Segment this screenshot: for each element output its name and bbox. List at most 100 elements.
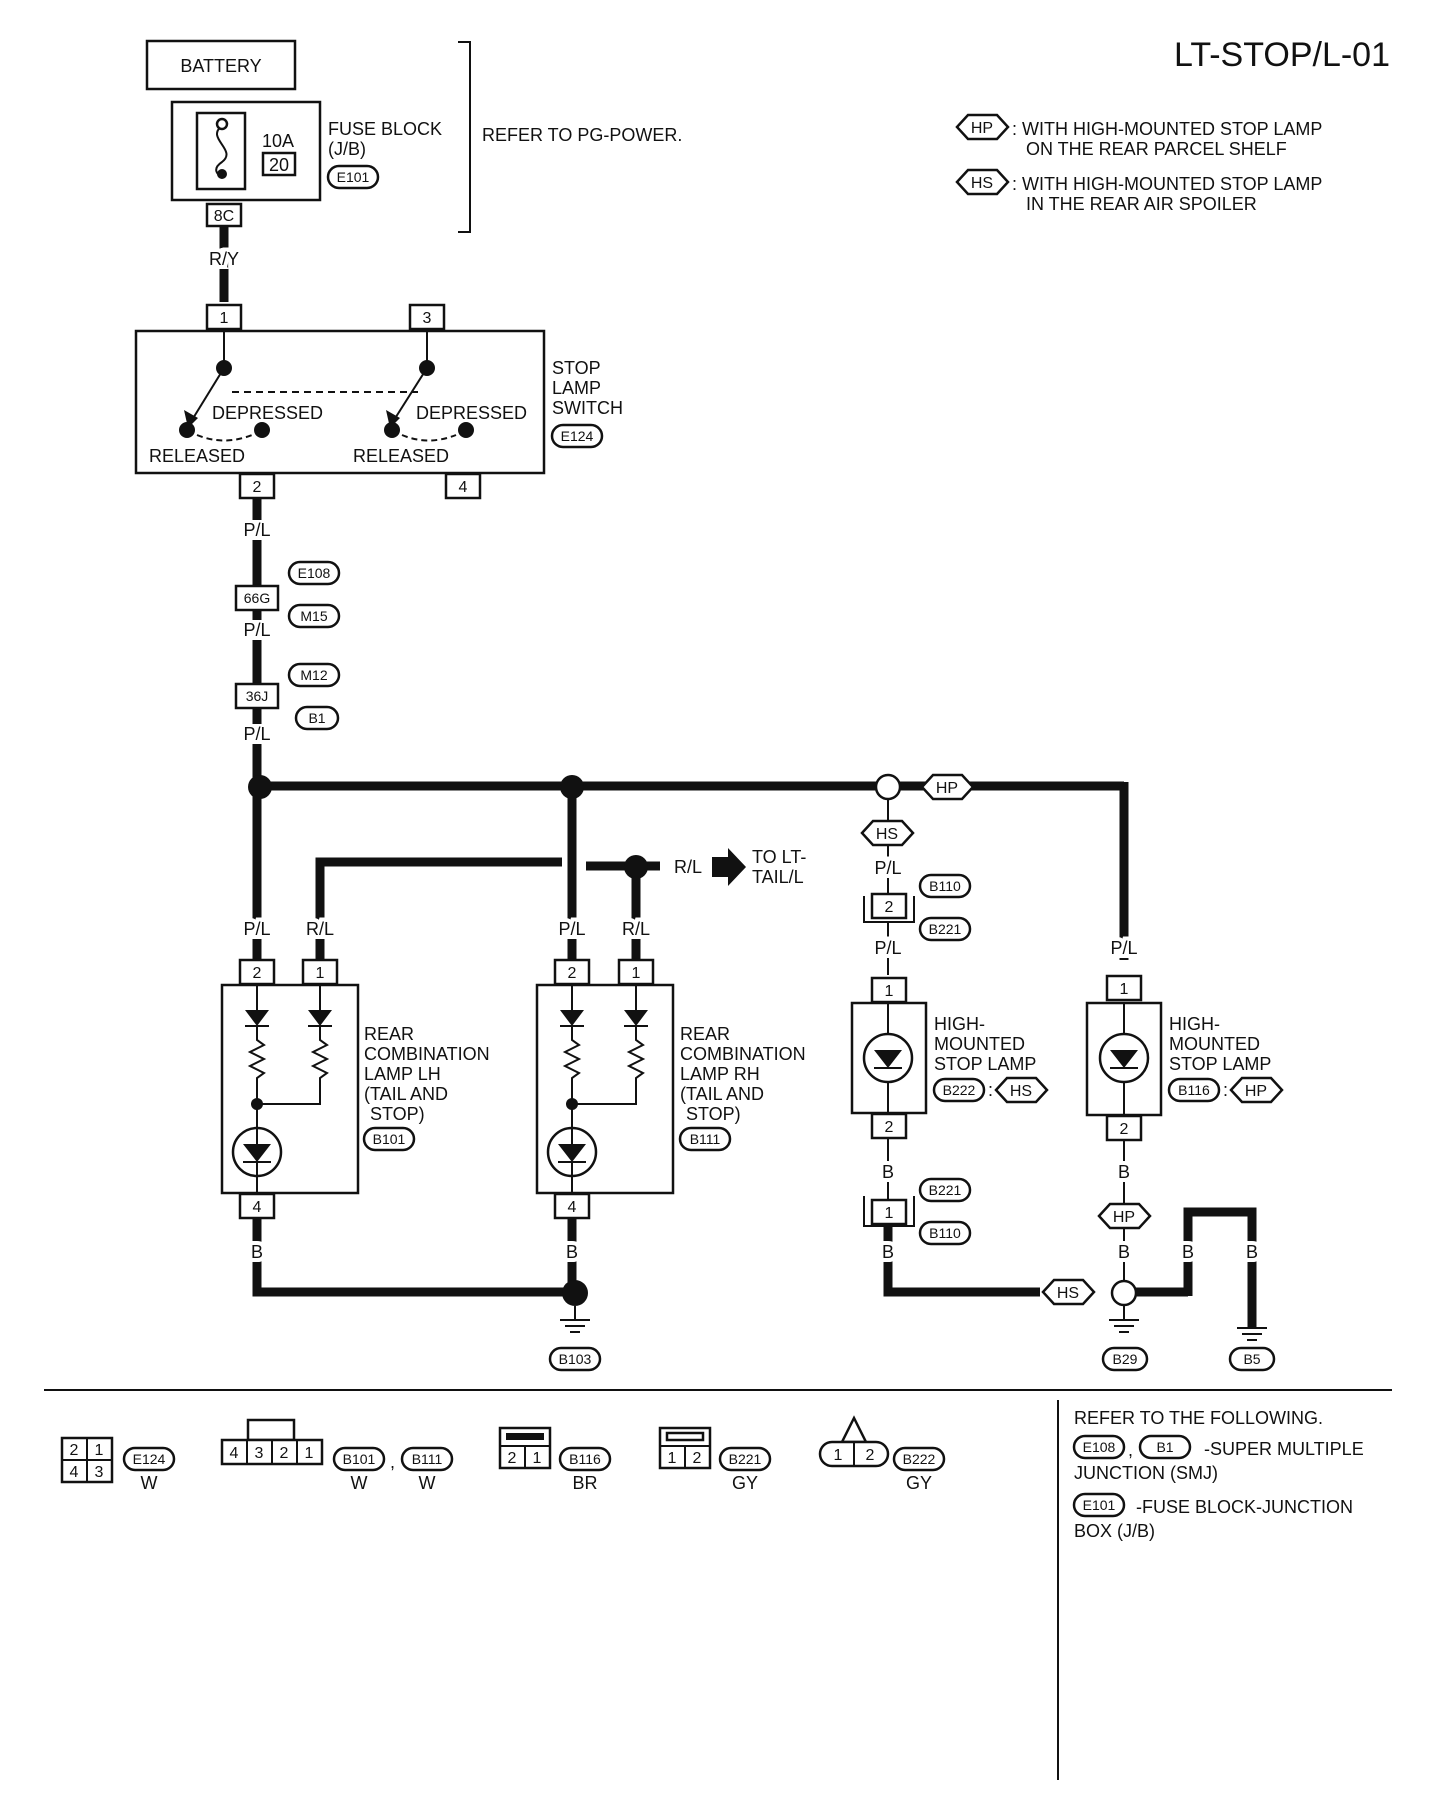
hp-terminal-1: 1 xyxy=(1120,981,1129,998)
hp-legend-line1: : WITH HIGH-MOUNTED STOP LAMP xyxy=(1012,119,1322,139)
stop-lamp-switch: 1 3 DEPRESSED DEPRESSED RELEASED RELEASE… xyxy=(134,303,623,500)
hs-name-line1: HIGH- xyxy=(934,1014,985,1034)
conn-b222-color: GY xyxy=(906,1473,932,1493)
joint-m12-tag xyxy=(287,662,341,688)
joint-m12: M12 xyxy=(300,667,327,683)
fuse-connector-tag xyxy=(326,164,380,190)
refer-title: REFER TO THE FOLLOWING. xyxy=(1074,1408,1323,1428)
ground-b29: B29 xyxy=(1113,1351,1138,1367)
rh-name-line5: STOP) xyxy=(686,1104,741,1124)
wire-pl-label-1: P/L xyxy=(243,520,270,540)
lh-terminal-4: 4 xyxy=(253,1199,262,1216)
hp-legend-line2: ON THE REAR PARCEL SHELF xyxy=(1026,139,1287,159)
hs-connector-label: B222 xyxy=(943,1082,976,1098)
conn-e124-pin: 1 xyxy=(95,1442,104,1459)
switch-arm-left xyxy=(191,367,225,421)
rear-lamp-lh: 2 1 4 REAR COMBINATION LAMP LH (TAIL AND… xyxy=(220,958,490,1220)
conn-b222-tag xyxy=(892,1446,946,1472)
hs-b110-top: B110 xyxy=(929,878,961,894)
wire-b-hp-label: B xyxy=(1118,1162,1130,1182)
hs-b221-bot: B221 xyxy=(929,1182,962,1198)
joint-e108: E108 xyxy=(298,565,331,581)
wire-b-hs-label-2: B xyxy=(882,1242,894,1262)
switch-name-line2: LAMP xyxy=(552,378,601,398)
conn-b116-lock xyxy=(506,1433,544,1440)
switch-released-right: RELEASED xyxy=(353,446,449,466)
switch-depressed-right: DEPRESSED xyxy=(416,403,527,423)
ground-b29-icon xyxy=(1109,1305,1139,1333)
wire-b-b5 xyxy=(1183,1207,1257,1328)
rh-resistor-stop-icon xyxy=(562,1026,582,1104)
hs-b110-bot: B110 xyxy=(929,1225,961,1241)
conn-b101-color: W xyxy=(351,1473,368,1493)
rh-terminal-1: 1 xyxy=(632,965,641,982)
hs-ground-badge xyxy=(1041,1278,1096,1306)
refer-b1: B1 xyxy=(1156,1439,1173,1455)
conn-b111-color: W xyxy=(419,1473,436,1493)
hp-connector-label: B116 xyxy=(1178,1082,1210,1098)
hs-b110-tag-top xyxy=(918,873,972,899)
conn-b116-label: B116 xyxy=(569,1451,601,1467)
rh-name-line4: (TAIL AND xyxy=(680,1084,764,1104)
switch-depressed-left: DEPRESSED xyxy=(212,403,323,423)
hs-legend-line2: IN THE REAR AIR SPOILER xyxy=(1026,194,1257,214)
wire-pl-label-2: P/L xyxy=(243,620,270,640)
hp-ground-badge-label: HP xyxy=(1113,1209,1135,1226)
switch-terminal-2: 2 xyxy=(253,479,262,496)
conn-b221-pin: 2 xyxy=(693,1450,702,1467)
hs-ground-badge-label: HS xyxy=(1057,1285,1079,1302)
conn-e124-pin: 4 xyxy=(70,1464,79,1481)
lh-terminal-4-box xyxy=(238,1192,276,1220)
page-id: LT-STOP/L-01 xyxy=(1174,36,1390,74)
hp-lamp-badge-label: HP xyxy=(1245,1083,1267,1100)
conn-b221-label: B221 xyxy=(729,1451,762,1467)
conn-b101-pin: 2 xyxy=(280,1445,289,1462)
joint-b1-tag xyxy=(294,705,340,731)
wire-b-b5-label-2: B xyxy=(1246,1242,1258,1262)
switch-terminal-4: 4 xyxy=(459,479,468,496)
switch-contact-left-b-icon xyxy=(254,422,270,438)
conn-b221-pin: 1 xyxy=(668,1450,677,1467)
conn-b221-lock xyxy=(665,1431,705,1442)
conn-b222-pin: 1 xyxy=(834,1447,843,1464)
hp-lamp-badge xyxy=(1229,1076,1284,1104)
lh-resistor-tail-icon xyxy=(257,1026,330,1105)
wire-rl-rh-label: R/L xyxy=(622,919,650,939)
power-supply: BATTERY 10A 20 FUSE BLOCK (J/B) E101 8C … xyxy=(145,39,682,233)
wire-b-b5-label-1: B xyxy=(1182,1242,1194,1262)
conn-b221-color: GY xyxy=(732,1473,758,1493)
switch-connector-tag xyxy=(550,423,604,449)
conn-b116-pin: 1 xyxy=(533,1450,542,1467)
switch-terminal-1: 1 xyxy=(220,310,229,327)
switch-name-line1: STOP xyxy=(552,358,601,378)
hp-name-line3: STOP LAMP xyxy=(1169,1054,1271,1074)
switch-terminal-3-box xyxy=(408,303,446,331)
hs-lamp-badge xyxy=(994,1076,1049,1104)
rh-connector-label: B111 xyxy=(690,1131,721,1147)
conn-b101-pin: 3 xyxy=(255,1445,264,1462)
fuse-block-name-line2: (J/B) xyxy=(328,139,366,159)
rh-name-line2: COMBINATION xyxy=(680,1044,806,1064)
conn-e124-tag xyxy=(122,1446,176,1472)
wire-pl-rh-label: P/L xyxy=(558,919,585,939)
hs-connector-tag xyxy=(932,1077,986,1103)
switch-released-left: RELEASED xyxy=(149,446,245,466)
lh-terminal-1: 1 xyxy=(316,965,325,982)
lh-name-line3: LAMP LH xyxy=(364,1064,441,1084)
rh-name-line1: REAR xyxy=(680,1024,730,1044)
lh-name-line5: STOP) xyxy=(370,1104,425,1124)
ground-b103-icon xyxy=(560,1306,590,1333)
conn-b116-pin: 2 xyxy=(508,1450,517,1467)
conn-b222-triangle-icon xyxy=(839,1415,869,1444)
fuse-connector-label: E101 xyxy=(337,169,370,185)
refer-b1-tag xyxy=(1138,1434,1192,1460)
hs-badge-label: HS xyxy=(971,175,993,192)
fuse-block-name-line1: FUSE BLOCK xyxy=(328,119,442,139)
hp-bus-badge xyxy=(920,773,975,801)
lh-terminal-2: 2 xyxy=(253,965,262,982)
hp-terminal-1-box xyxy=(1105,974,1143,1002)
wire-rl-lh xyxy=(315,857,562,965)
joint-36j-box xyxy=(234,682,280,710)
switch-contact-left-a-icon xyxy=(179,422,195,438)
